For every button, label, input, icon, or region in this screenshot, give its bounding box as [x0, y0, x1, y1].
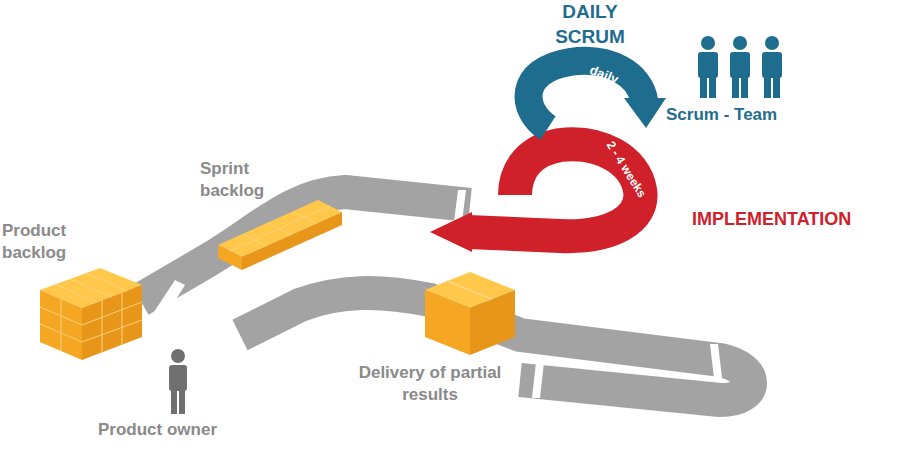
belt-gap: [532, 362, 544, 398]
stage-label: Sprint backlog: [200, 158, 280, 202]
phase-label: IMPLEMENTATION: [692, 208, 851, 231]
stage-label: Delivery of partial results: [335, 362, 525, 406]
stage-label: Product backlog: [2, 220, 82, 264]
delivery-box: [425, 272, 515, 355]
diagram-heading: DAILY SCRUM: [545, 0, 635, 49]
product-backlog-stack: [40, 268, 142, 360]
boxes-left: [218, 245, 242, 270]
sprint-backlog-boxes: [218, 200, 342, 270]
daily-loop: [529, 61, 666, 128]
team-icons: [698, 36, 782, 98]
person-icon: [169, 349, 187, 414]
stack-right: [82, 285, 142, 360]
team-label: Scrum - Team: [666, 104, 777, 126]
role-label: Product owner: [98, 419, 217, 441]
stack-seams: [40, 273, 142, 352]
belt-gap: [150, 280, 185, 322]
belt-gap: [710, 344, 722, 378]
implementation-loop: [430, 144, 640, 252]
